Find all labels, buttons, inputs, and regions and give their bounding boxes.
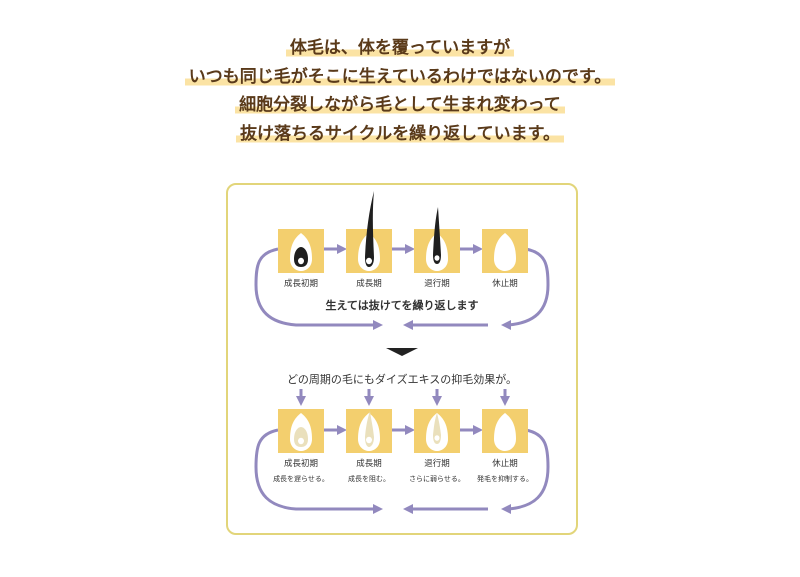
bottom-tile-early-growth <box>278 409 324 453</box>
bottom-tile-growth <box>346 409 392 453</box>
bottom-stage-label-2: 成長期 <box>356 458 382 469</box>
effect-down-arrows <box>296 389 510 406</box>
top-stage-label-2: 成長期 <box>356 278 382 289</box>
bottom-tile-regression <box>414 409 460 453</box>
bottom-stage-label-3: 退行期 <box>424 458 450 469</box>
bottom-tile-resting <box>482 409 528 453</box>
top-stage-label-4: 休止期 <box>492 278 518 289</box>
top-cycle-caption: 生えては抜けてを繰り返します <box>325 298 478 312</box>
top-stage-label-3: 退行期 <box>424 278 450 289</box>
hair-cycle-diagram: 成長初期 成長期 退行期 休止期 生えては抜けてを繰り返します どの周期の毛にも… <box>254 191 550 514</box>
bottom-question-caption: どの周期の毛にもダイズエキスの抑毛効果が。 <box>287 372 517 386</box>
top-cycle-loop <box>254 247 550 330</box>
top-tile-resting <box>482 229 528 273</box>
intro-line-3: 細胞分裂しながら毛として生まれ変わって <box>0 91 800 120</box>
transition-down-triangle <box>386 348 418 356</box>
top-stage-label-1: 成長初期 <box>284 278 318 289</box>
intro-line-1: 体毛は、体を覆っていますが <box>0 34 800 63</box>
intro-line-4: 抜け落ちるサイクルを繰り返しています。 <box>0 120 800 149</box>
bottom-stage-note-4: 発毛を抑制する。 <box>477 474 533 483</box>
bottom-stage-note-1: 成長を遅らせる。 <box>273 474 329 483</box>
bottom-stage-note-2: 成長を阻む。 <box>348 474 390 483</box>
intro-line-2: いつも同じ毛がそこに生えているわけではないのです。 <box>0 63 800 92</box>
intro-text: 体毛は、体を覆っていますが いつも同じ毛がそこに生えているわけではないのです。 … <box>0 34 800 148</box>
top-tile-regression <box>414 207 460 273</box>
bottom-stage-note-3: さらに弱らせる。 <box>409 475 465 483</box>
bottom-stage-label-1: 成長初期 <box>284 458 318 469</box>
top-tile-early-growth <box>278 229 324 273</box>
bottom-stage-label-4: 休止期 <box>492 458 518 469</box>
hair-cycle-panel: 成長初期 成長期 退行期 休止期 生えては抜けてを繰り返します どの周期の毛にも… <box>226 183 578 535</box>
top-tile-growth <box>346 191 392 273</box>
bottom-cycle-loop <box>254 428 550 514</box>
